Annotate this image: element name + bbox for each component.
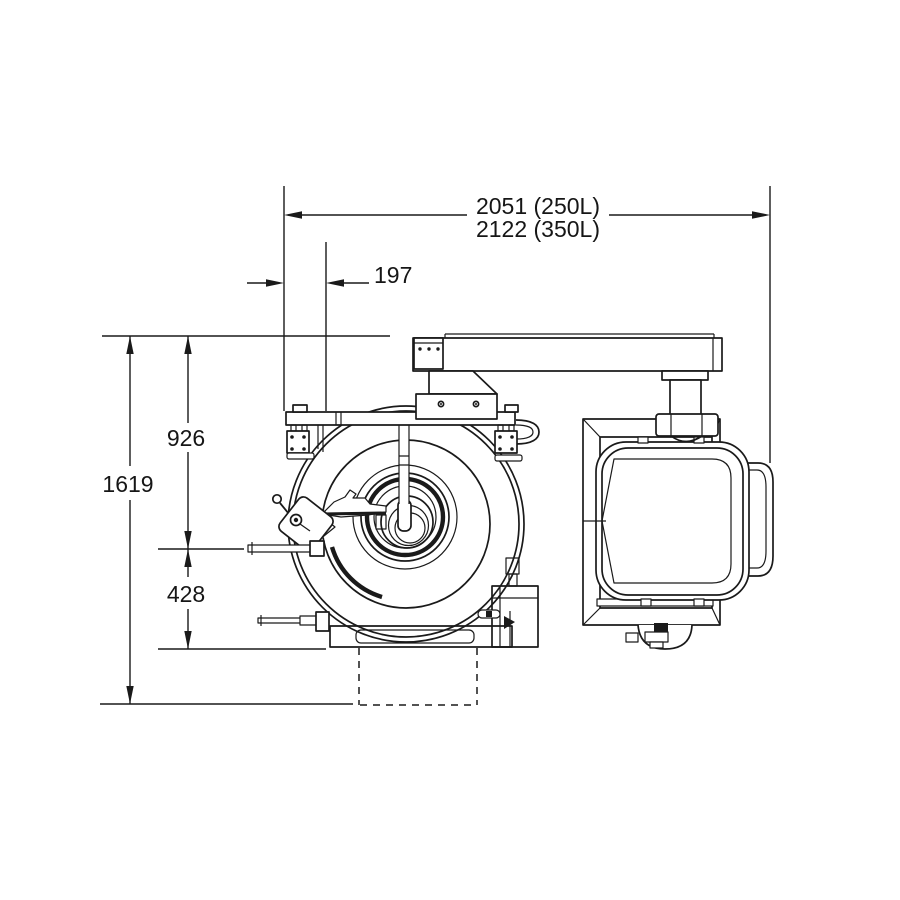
dimension-height-upper: 926 [167, 336, 205, 549]
bar-right-tab [504, 404, 519, 413]
extension-lines [100, 186, 771, 705]
tag-pin [279, 502, 290, 515]
bowl-shadow-arc [329, 546, 383, 600]
dim-height-total: 1619 [102, 471, 153, 497]
tag-plate [278, 496, 334, 552]
arm-mount-plate [415, 393, 498, 420]
container-handle-inner [746, 469, 767, 569]
housing-tab-2 [508, 573, 518, 587]
tag-grommet-hole [293, 517, 299, 523]
tub-top-tab-left [637, 436, 649, 444]
dimension-overall-width: 2051 (250L) 2122 (350L) [284, 193, 770, 242]
container-assembly [582, 418, 774, 650]
center-rod [398, 424, 410, 504]
shaft-tip [397, 499, 412, 532]
container-foot-plate [644, 631, 669, 643]
dim-height-lower: 428 [167, 581, 205, 607]
scraper-blade [321, 489, 387, 518]
scraper-edge [321, 511, 387, 516]
bracket-hole-2 [427, 347, 431, 351]
center-rod-fill [399, 424, 409, 504]
overhead-arm [412, 333, 723, 443]
container-foot-side-tab [625, 632, 639, 643]
post [669, 379, 702, 416]
dim-height-upper: 926 [167, 425, 205, 451]
left-clamp-bracket [286, 424, 315, 460]
bracket-hole-1 [418, 347, 422, 351]
drive-housing-lines [492, 586, 538, 647]
base-pedestal [329, 557, 539, 706]
mount-bolt-1-center [440, 403, 442, 405]
container-foot-dark-block [654, 623, 668, 633]
tub-outer [595, 441, 750, 601]
post-collar [655, 413, 719, 437]
tag-cord [299, 523, 311, 532]
mount-bolt-2-center [475, 403, 477, 405]
container-handle-outer [746, 462, 774, 577]
upper-side-rod [247, 540, 325, 557]
back-plate-bevels [582, 418, 721, 626]
dimension-height-lower: 428 [167, 549, 205, 649]
bar-d-handle-outer [515, 419, 540, 445]
tag-pin-eye [271, 493, 283, 505]
dimension-annotations: 2051 (250L) 2122 (350L) 197 1619 926 428 [100, 186, 771, 705]
post-collar-lines [670, 414, 703, 436]
bar-left-tab [292, 404, 308, 413]
beam [412, 337, 723, 372]
post-collar-sliver [673, 437, 699, 443]
dim-overall-width-250l: 2051 (250L) [476, 193, 600, 219]
dimension-offset-width: 197 [247, 262, 412, 288]
container-foot-pad [649, 641, 664, 649]
tub-interior-wall [601, 458, 732, 584]
bar-ticks [335, 412, 342, 425]
bar-d-handle-inner [515, 424, 534, 440]
drum-assembly [247, 404, 540, 643]
bolt-pill-dark [486, 611, 492, 617]
right-clamp-bracket [494, 419, 540, 462]
base-recess [355, 629, 475, 644]
machine-drawing [247, 333, 774, 706]
drum-wall-lines [317, 425, 324, 452]
dim-overall-width-350l: 2122 (350L) [476, 216, 600, 242]
dimension-height-total: 1619 [102, 336, 154, 704]
dim-offset-width: 197 [374, 262, 412, 288]
base-plate [329, 625, 513, 648]
post-flange [661, 370, 709, 381]
arm-neck [428, 370, 498, 395]
bracket-hole-3 [436, 347, 440, 351]
tub-bottom-tab-right [693, 598, 705, 607]
lower-side-rod [257, 611, 330, 632]
tub-bottom-tab-left [640, 598, 652, 607]
